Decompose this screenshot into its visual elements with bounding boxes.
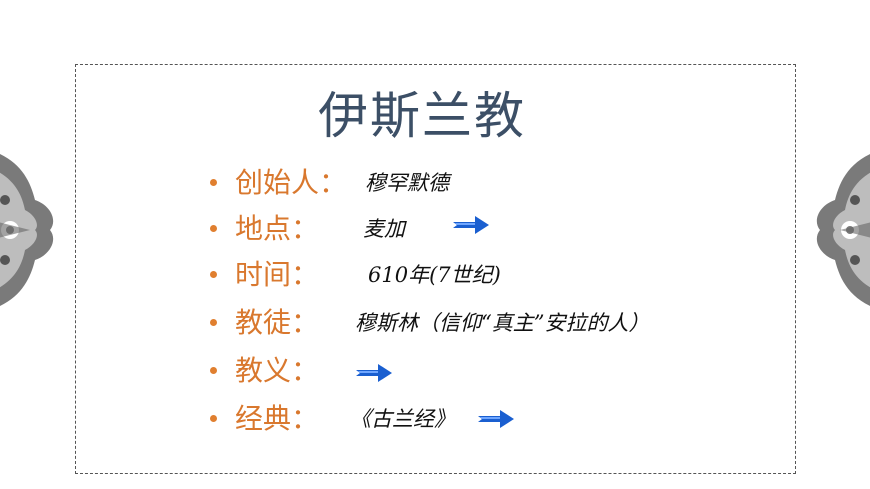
founder-value: 穆罕默德 xyxy=(365,171,449,195)
doctrine-label: 教义： xyxy=(235,354,320,387)
founder-label: 创始人： xyxy=(235,166,348,199)
place-value: 麦加 xyxy=(363,217,405,241)
bullet-dot xyxy=(210,415,217,422)
bullet-dot xyxy=(210,179,217,186)
scripture-label: 经典： xyxy=(235,402,320,435)
doctrine-link-arrow-icon[interactable] xyxy=(356,364,392,382)
right-floral-ornament-icon xyxy=(816,154,870,306)
bullet-dot xyxy=(210,225,217,232)
time-label: 时间： xyxy=(235,258,320,291)
place-link-arrow-icon[interactable] xyxy=(453,216,489,234)
bullet-dot xyxy=(210,271,217,278)
left-floral-ornament-icon xyxy=(0,154,54,306)
time-value: 610年(7世纪) xyxy=(368,263,501,287)
scripture-value: 《古兰经》 xyxy=(350,407,455,431)
believers-label: 教徒： xyxy=(235,306,320,339)
bullet-dot xyxy=(210,319,217,326)
bullet-dot xyxy=(210,367,217,374)
place-label: 地点： xyxy=(235,212,320,245)
slide-frame xyxy=(75,64,796,474)
believers-value: 穆斯林（信仰“真主”安拉的人） xyxy=(355,311,650,335)
slide-title: 伊斯兰教 xyxy=(318,87,526,145)
scripture-link-arrow-icon[interactable] xyxy=(478,410,514,428)
